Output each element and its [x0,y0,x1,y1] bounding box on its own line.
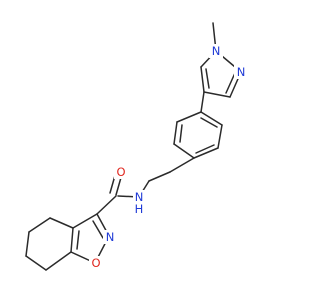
bond-isoxazole-c3-n-double [92,220,104,239]
bond-isoxazole-c7a-c3a-double [76,230,80,250]
bond-benzene-5 [217,124,223,149]
bond-pyrazole-benzene [200,91,205,113]
pyrazole-n1-label: N [212,44,221,58]
bond-benzene-inner-1 [179,124,183,143]
bond-benzene-1 [176,111,202,123]
isoxazole-n-atom: N [103,230,117,244]
bond-pyrazole-c4-c5 [200,66,205,93]
amide-n-label: N [135,190,144,204]
bond-ring-c3a-c4 [49,217,74,229]
amide-nh-atom: N H [133,190,147,216]
bond-pyrazole-c3-c4 [203,91,231,98]
bond-benzene-6 [200,111,223,126]
bond-pyrazole-c4-c5-double [205,68,210,89]
bond-ch2-ch2 [148,171,171,182]
cyclohexene-ring [25,217,74,271]
bond-benzene-2 [173,121,178,145]
bond-benzene-inner-3 [200,117,218,128]
amide-h-label: H [135,202,144,216]
bond-benzene-inner-2 [195,144,215,154]
atom-labels: N N N H O N O [89,44,248,270]
bond-isoxazole-c7a-c3a [70,227,74,253]
bond-ring-c7-c7a [45,251,72,271]
bond-carbonyl-isoxazole [96,195,117,215]
carbonyl-o-label: O [116,165,125,179]
bond-ring-c5-c6 [25,231,30,257]
isoxazole-o-atom: O [89,256,103,270]
bond-ring-c6-c7 [25,255,47,271]
bond-isoxazole-c3a-c3 [72,213,98,229]
benzene-ring [173,111,223,159]
bond-benzene-3 [173,143,195,159]
molecule-structure-diagram: N N N H O N O [25,22,248,271]
bond-benzene-ch2 [169,157,195,173]
carbonyl-o-atom: O [114,165,128,179]
bond-benzene-4 [193,147,219,159]
pyrazole-n2-atom: N [234,65,248,79]
pyrazole-n1-atom: N [209,44,223,58]
bond-layer [25,22,242,271]
pyrazole-n2-label: N [237,65,246,79]
bond-pyrazole-n2-c3-double [225,72,236,94]
isoxazole-o-label: O [91,256,100,270]
isoxazole-n-label: N [106,230,115,244]
bond-ring-c4-c5 [28,217,51,233]
